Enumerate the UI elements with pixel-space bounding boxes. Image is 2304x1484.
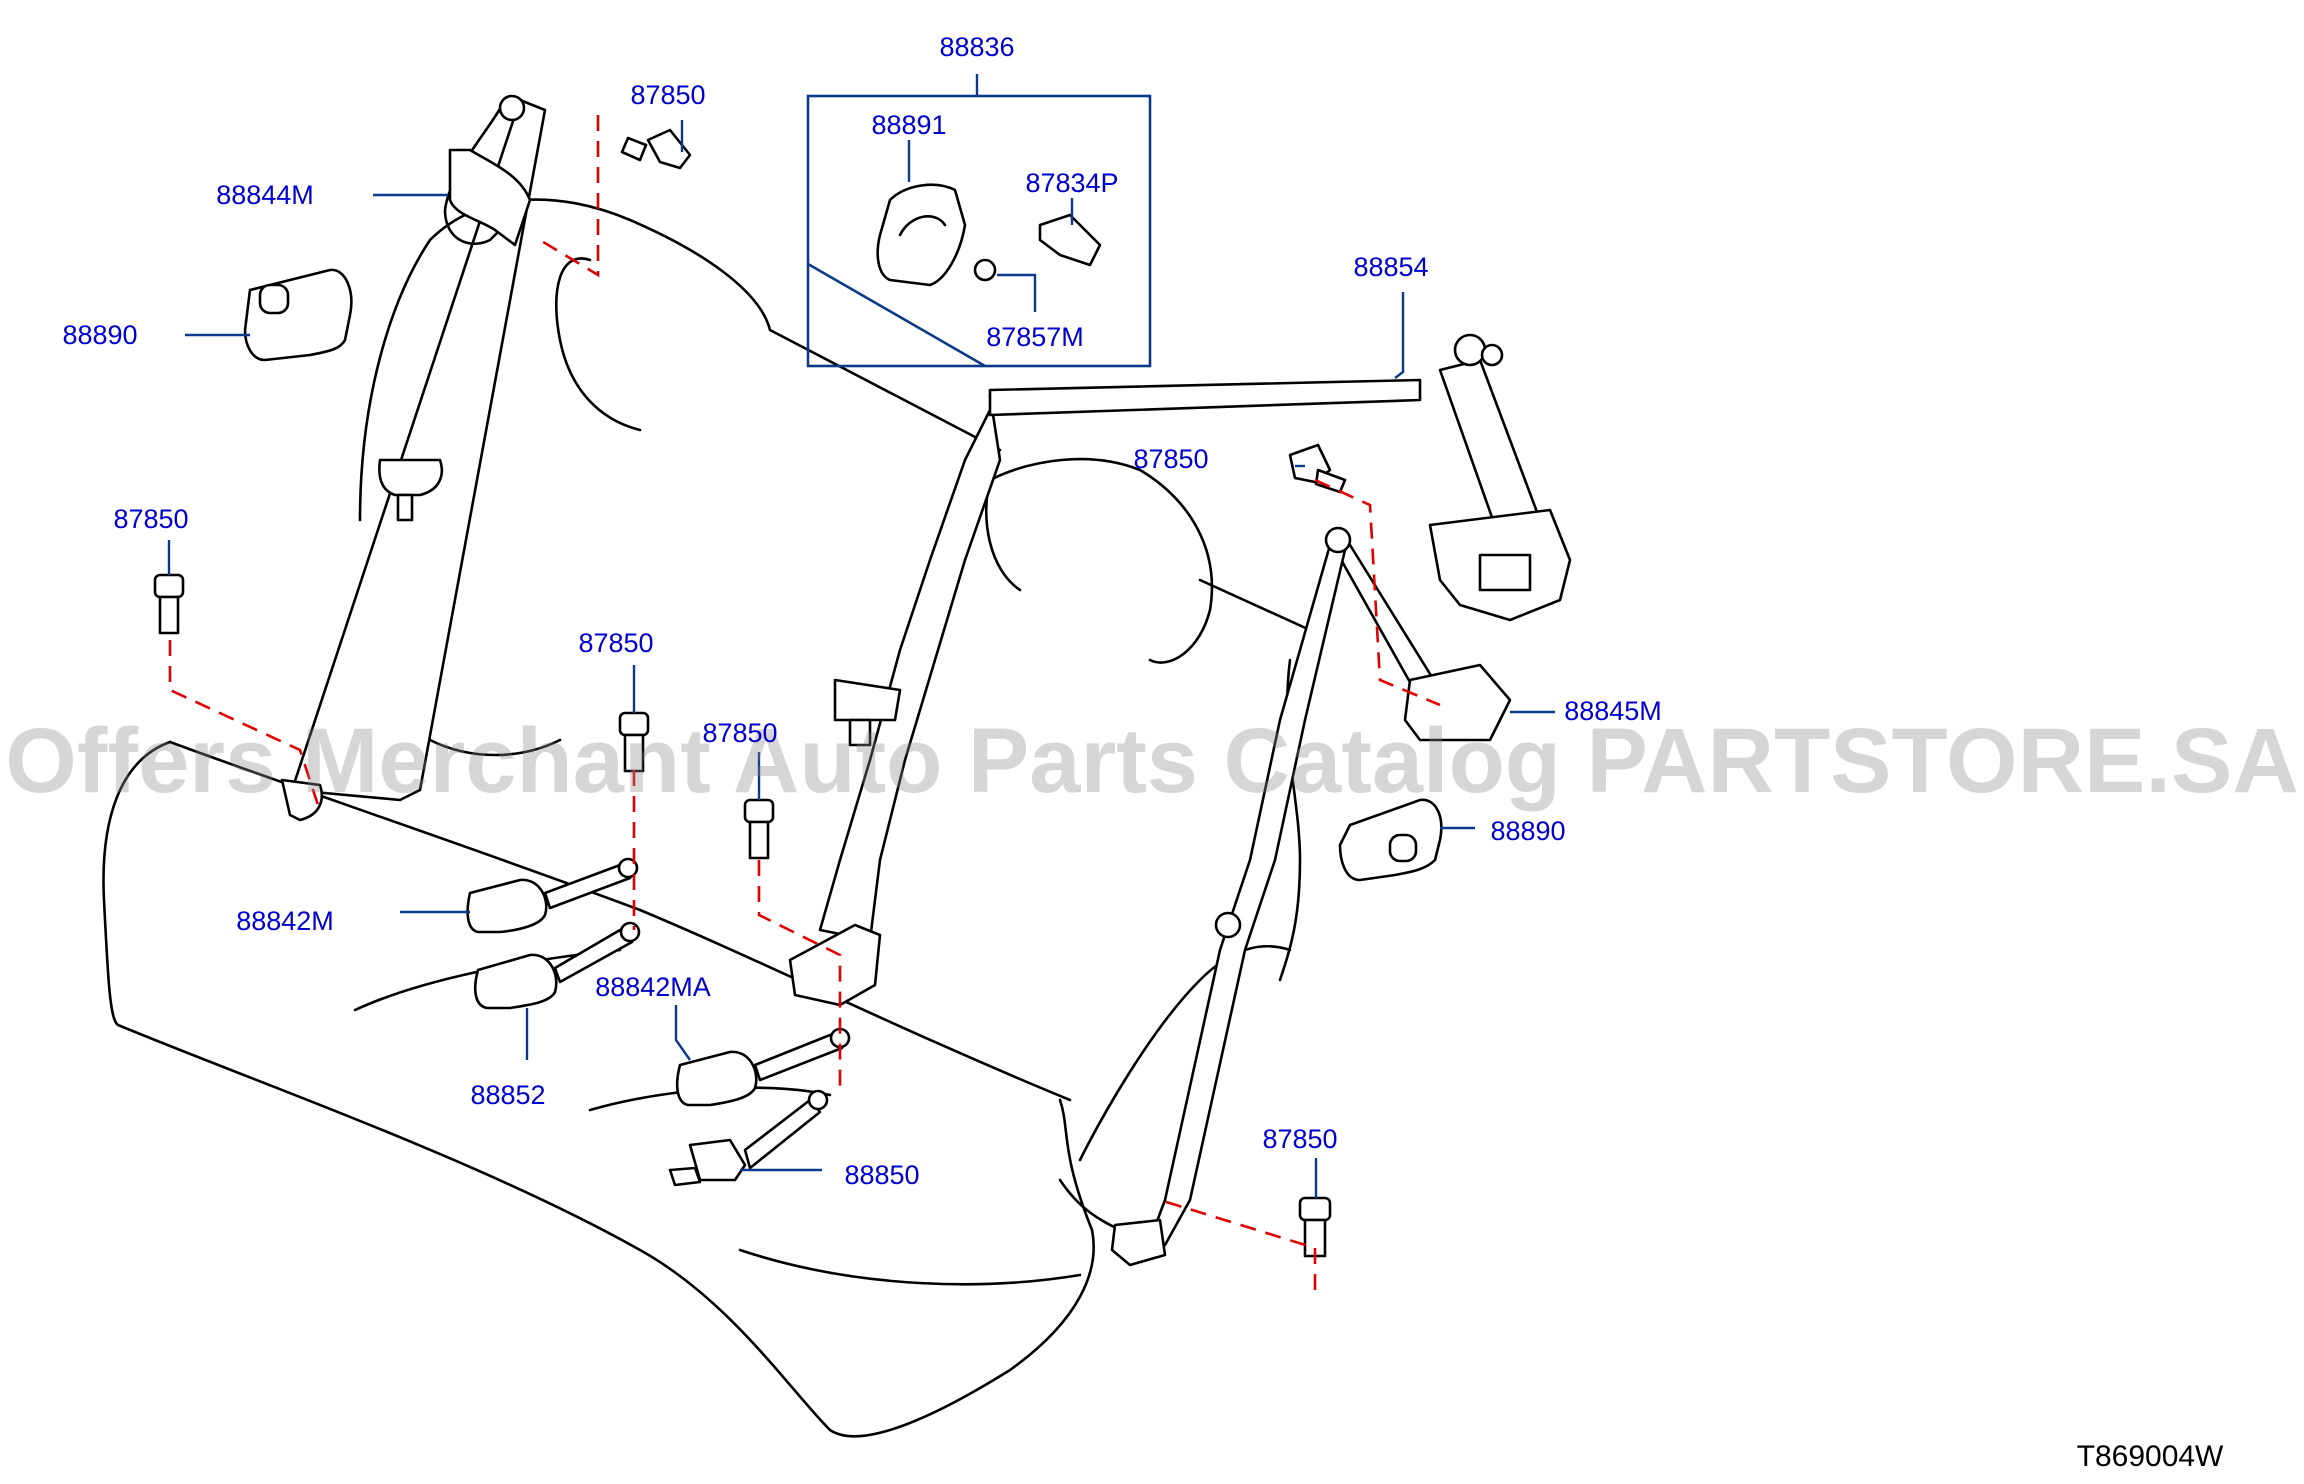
leader-lines	[167, 74, 1555, 1198]
callout-87850-left[interactable]: 87850	[113, 504, 188, 534]
callout-88850[interactable]: 88850	[844, 1160, 919, 1190]
kit-88836-box	[806, 94, 1152, 368]
watermark: Offers Merchant Auto Parts Catalog PARTS…	[5, 710, 2299, 812]
kit-88891-cover	[876, 183, 967, 287]
callout-88852[interactable]: 88852	[470, 1080, 545, 1110]
kit-box-chamfer	[807, 262, 986, 368]
center-belt	[788, 378, 1422, 1007]
callout-87834P[interactable]: 87834P	[1025, 168, 1118, 198]
callout-87857M[interactable]: 87857M	[986, 322, 1084, 352]
callout-88844M[interactable]: 88844M	[216, 180, 314, 210]
right-shoulder-belt	[1428, 333, 1572, 622]
callout-88854[interactable]: 88854	[1353, 252, 1428, 282]
buckle-88842M	[466, 857, 639, 934]
diagram-code: T869004W	[2077, 1440, 2224, 1473]
callout-88890-left[interactable]: 88890	[62, 320, 137, 350]
bolt-icon	[620, 128, 692, 170]
callout-87850-bottom[interactable]: 87850	[1262, 1124, 1337, 1154]
mounting-links	[168, 115, 1441, 1290]
kit-87834P-bracket	[1038, 213, 1102, 267]
bolt-icon	[1298, 1196, 1332, 1258]
callout-88842MA[interactable]: 88842MA	[595, 972, 711, 1002]
bolt-icon	[743, 798, 775, 860]
callout-88836[interactable]: 88836	[939, 32, 1014, 62]
kit-87857M-nut	[973, 258, 997, 282]
callout-88842M[interactable]: 88842M	[236, 906, 334, 936]
callout-87850-top[interactable]: 87850	[630, 80, 705, 110]
right-lower-belt	[1110, 526, 1512, 1267]
buckle-88842MA	[675, 1027, 851, 1107]
callout-87850-center[interactable]: 87850	[702, 718, 777, 748]
bolt-icon	[1288, 443, 1347, 494]
side-cover-left	[243, 268, 353, 362]
tongue-88850	[668, 1089, 829, 1187]
side-cover-right	[1338, 798, 1443, 882]
bolt-icon	[153, 573, 185, 635]
callout-87850-right[interactable]: 87850	[1133, 444, 1208, 474]
left-shoulder-belt	[280, 94, 547, 822]
callout-88891[interactable]: 88891	[871, 110, 946, 140]
callout-88890-right[interactable]: 88890	[1490, 816, 1565, 846]
callout-87850-mid[interactable]: 87850	[578, 628, 653, 658]
callout-88845M[interactable]: 88845M	[1564, 696, 1662, 726]
